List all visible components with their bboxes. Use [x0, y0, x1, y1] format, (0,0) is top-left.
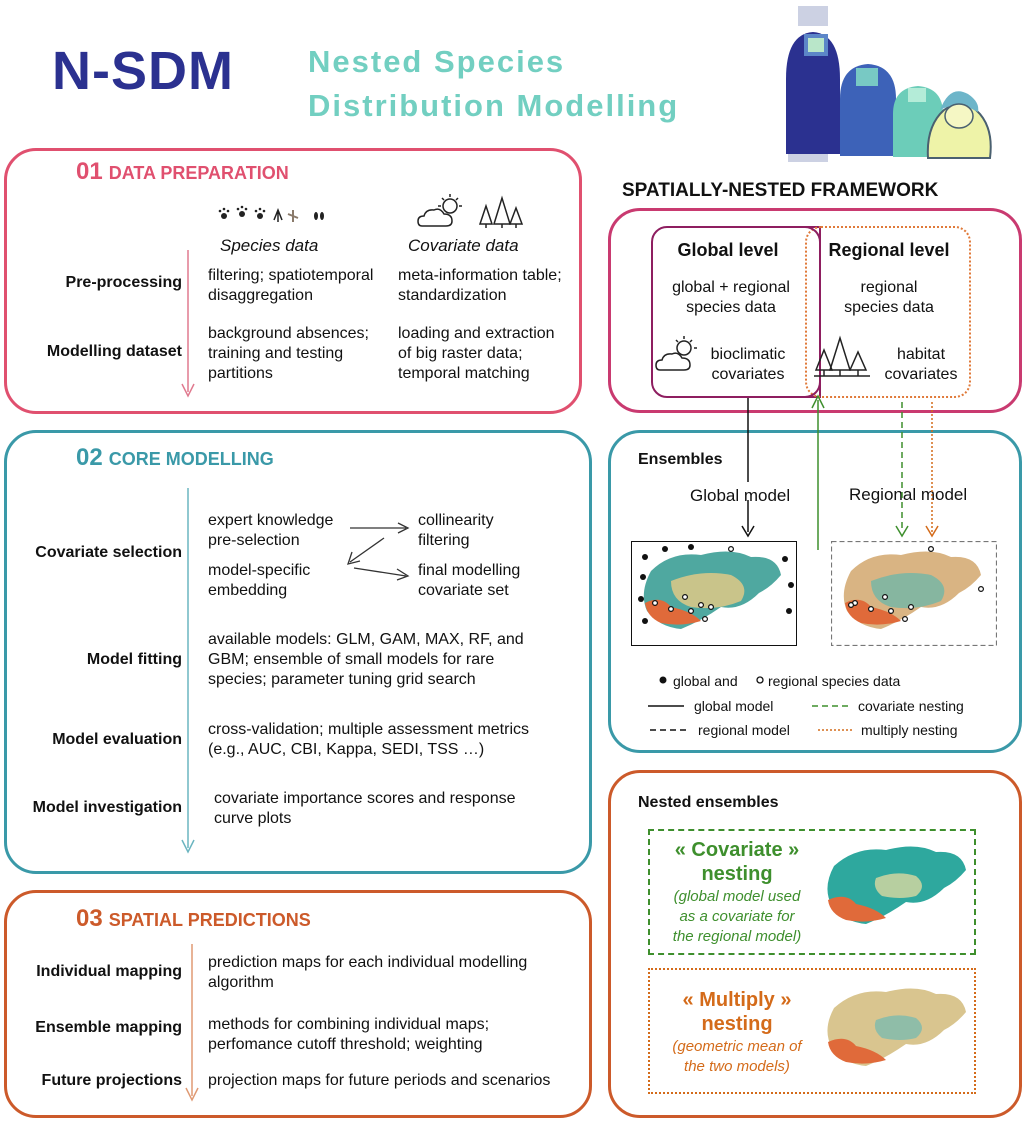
row-label-pre-processing: Pre-processing [65, 274, 182, 291]
section-number: 03 [76, 905, 103, 932]
legend-covariate-nesting: covariate nesting [858, 698, 964, 714]
legend-multiply-nesting: multiply nesting [861, 722, 958, 738]
global-model-map [631, 541, 797, 646]
ensembles-panel [608, 430, 1022, 753]
logo-title: N-SDM [52, 41, 234, 101]
row-label-modelling-dataset: Modelling dataset [46, 343, 182, 360]
spatial-predictions-flow-arrow [185, 944, 199, 1102]
data-prep-flow-arrow [181, 250, 195, 398]
subtitle-line-2: Distribution Modelling [308, 88, 680, 123]
row-label-covariate-selection: Covariate selection [35, 544, 182, 561]
model-investigation-text: covariate importance scores and response… [214, 790, 516, 827]
modelling-dataset-species: background absences; training and testin… [208, 325, 369, 382]
final-covariate-set-step: final modelling covariate set [418, 562, 521, 599]
regional-level-covariates: habitat covariates [884, 346, 958, 383]
trees-icon [814, 335, 870, 377]
covariate-nesting-map [827, 846, 966, 924]
multiply-nesting-title: « Multiply » nesting [682, 989, 792, 1035]
collinearity-step: collinearity filtering [418, 512, 494, 549]
section-title: DATA PREPARATION [108, 163, 289, 183]
nesting-connection-arrows [741, 394, 939, 550]
covariate-data-header: Covariate data [408, 236, 519, 255]
section-number: 02 [76, 444, 103, 471]
core-modelling-panel [4, 430, 592, 874]
covariate-nesting-description: (global model used as a covariate for th… [672, 888, 802, 945]
covariate-nesting-title: « Covariate » nesting [674, 839, 800, 885]
global-level-data: global + regional species data [672, 279, 790, 316]
legend-regional-model: regional model [698, 722, 790, 738]
expert-knowledge-step: expert knowledge pre-selection [208, 512, 334, 549]
ensembles-title: Ensembles [638, 451, 723, 468]
species-data-header: Species data [220, 236, 319, 255]
section-number: 01 [76, 158, 103, 185]
weather-and-trees-icon [417, 194, 524, 228]
section-title: CORE MODELLING [108, 449, 274, 469]
regional-level-box [805, 226, 971, 398]
legend-regional-species: regional species data [768, 673, 901, 689]
row-label-ensemble-mapping: Ensemble mapping [35, 1019, 182, 1036]
framework-title: SPATIALLY-NESTED FRAMEWORK [622, 180, 939, 201]
multiply-nesting-box [648, 968, 976, 1094]
subtitle-line-1: Nested Species [308, 44, 566, 79]
individual-mapping-text: prediction maps for each individual mode… [208, 954, 528, 991]
pre-processing-covariate: meta-information table; standardization [398, 267, 562, 304]
row-label-model-evaluation: Model evaluation [52, 731, 182, 748]
global-model-label: Global model [690, 486, 791, 505]
global-level-covariates: bioclimatic covariates [710, 346, 786, 383]
ensemble-mapping-text: methods for combining individual maps; p… [208, 1016, 490, 1053]
modelling-dataset-covariate: loading and extraction of big raster dat… [398, 325, 555, 382]
multiply-nesting-description: (geometric mean of the two models) [672, 1038, 802, 1075]
embedding-step: model-specific embedding [208, 562, 311, 599]
legend-global-model: global model [694, 698, 774, 714]
row-label-model-fitting: Model fitting [86, 651, 182, 668]
future-projections-text: projection maps for future periods and s… [208, 1072, 551, 1089]
regional-model-map [831, 541, 997, 646]
global-level-title: Global level [677, 240, 779, 260]
subtitle: Nested Species Distribution Modelling [308, 40, 679, 128]
row-label-future-projections: Future projections [41, 1072, 182, 1089]
model-evaluation-text: cross-validation; multiple assessment me… [208, 721, 529, 758]
regional-level-data: regional species data [844, 279, 934, 316]
cloud-sun-icon [655, 336, 697, 371]
row-label-individual-mapping: Individual mapping [36, 963, 182, 980]
row-label-model-investigation: Model investigation [32, 799, 182, 816]
regional-model-label: Regional model [849, 485, 968, 504]
framework-panel [608, 208, 1022, 413]
nested-ensembles-title: Nested ensembles [638, 794, 779, 811]
spatial-predictions-panel [4, 890, 592, 1118]
regional-level-title: Regional level [828, 240, 950, 260]
data-preparation-panel [4, 148, 582, 414]
covariate-selection-arrows [347, 522, 410, 581]
covariate-nesting-box [648, 829, 976, 955]
global-level-box-edge [791, 226, 821, 398]
model-fitting-text: available models: GLM, GAM, MAX, RF, and… [208, 631, 524, 688]
pre-processing-species: filtering; spatiotemporal disaggregation [208, 267, 374, 304]
legend-global-and: global and [673, 673, 738, 689]
core-modelling-flow-arrow [181, 488, 195, 854]
section-title: SPATIAL PREDICTIONS [108, 910, 311, 930]
ensembles-legend-symbols [648, 676, 852, 731]
nested-ensembles-panel [608, 770, 1022, 1118]
animal-tracks-icon [218, 205, 324, 222]
nesting-dolls-icon [786, 6, 992, 162]
multiply-nesting-map [827, 988, 966, 1066]
